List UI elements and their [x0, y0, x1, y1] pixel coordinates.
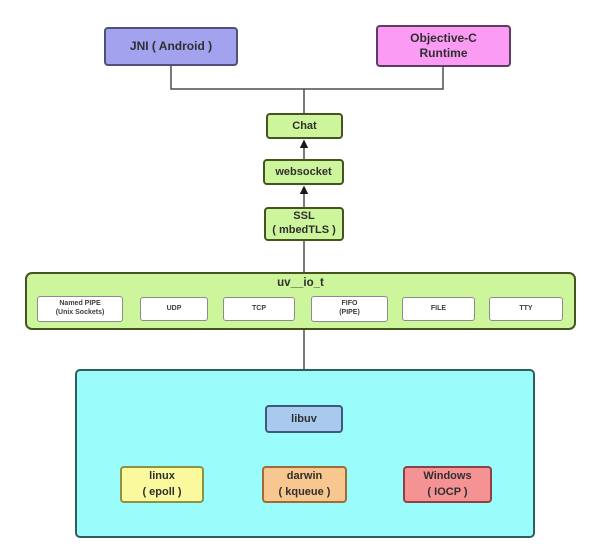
- node-objective-c-runtime: Objective-C Runtime: [376, 25, 511, 67]
- uv-io-title: uv__io_t: [277, 277, 324, 289]
- node-ssl-mbedtls: SSL ( mbedTLS ): [264, 207, 344, 241]
- node-chat: Chat: [266, 113, 343, 139]
- node-named-pipe: Named PIPE (Unix Sockets): [37, 296, 123, 322]
- node-udp: UDP: [140, 297, 208, 321]
- arrow-up-icon: [299, 185, 309, 194]
- platform-container: [75, 369, 535, 538]
- connector-top-junction: [170, 66, 444, 90]
- node-libuv: libuv: [265, 405, 343, 433]
- node-fifo-pipe: FIFO (PIPE): [311, 296, 388, 322]
- node-tty: TTY: [489, 297, 563, 321]
- node-darwin-kqueue: darwin ( kqueue ): [262, 466, 347, 503]
- node-windows-iocp: Windows ( IOCP ): [403, 466, 492, 503]
- node-file: FILE: [402, 297, 475, 321]
- arrow-up-icon: [299, 139, 309, 148]
- node-linux-epoll: linux ( epoll ): [120, 466, 204, 503]
- node-websocket: websocket: [263, 159, 344, 185]
- node-jni-android: JNI ( Android ): [104, 27, 238, 66]
- node-tcp: TCP: [223, 297, 295, 321]
